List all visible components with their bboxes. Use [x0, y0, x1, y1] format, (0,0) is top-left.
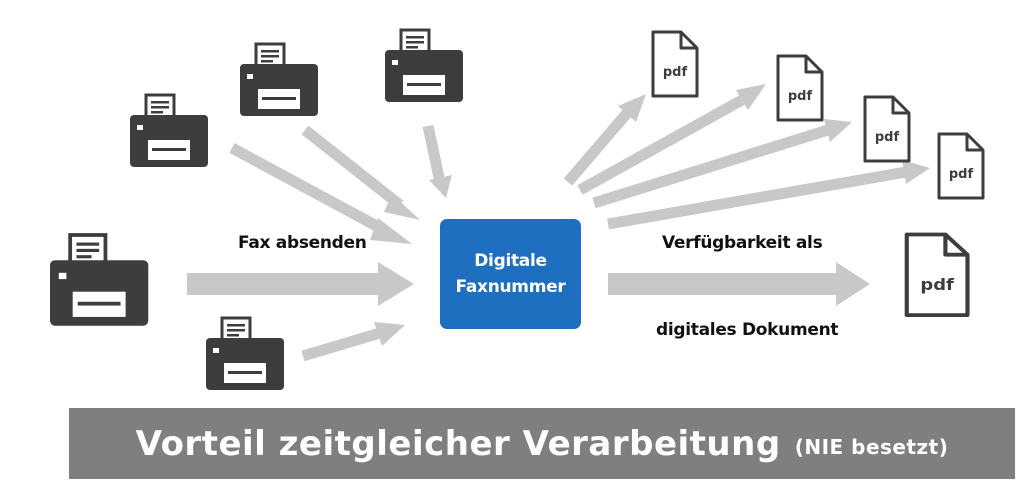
benefit-banner: Vorteil zeitgleicher Verarbeitung (NIE b… [69, 408, 1015, 479]
hub-line2: Faxnummer [455, 277, 566, 297]
hub-line1: Digitale [474, 251, 547, 271]
outgoing-arrow [592, 119, 852, 209]
incoming-arrow [422, 124, 452, 198]
availability-label: Verfügbarkeit als [662, 233, 823, 253]
incoming-arrow [229, 143, 412, 244]
outgoing-arrow [607, 160, 930, 230]
pdf-document-icon [651, 30, 699, 98]
banner-sub-text: (NIE besetzt) [794, 434, 949, 459]
outgoing-arrows [563, 84, 930, 306]
digital-document-label: digitales Dokument [656, 320, 839, 340]
incoming-arrows [187, 124, 452, 362]
printer-icon [48, 233, 151, 328]
banner-main-text: Vorteil zeitgleicher Verarbeitung [135, 423, 781, 464]
printer-icon [238, 42, 320, 118]
outgoing-arrow [563, 94, 646, 186]
digital-fax-number-box: Digitale Faxnummer [440, 219, 581, 329]
incoming-arrow [301, 125, 420, 220]
pdf-document-icon [907, 235, 968, 316]
pdf-document-icon [937, 132, 985, 200]
printer-icon [383, 28, 465, 104]
printer-icon [204, 316, 286, 392]
incoming-arrow [187, 262, 414, 306]
send-fax-label: Fax absenden [238, 233, 367, 253]
outgoing-arrow [608, 262, 870, 306]
outgoing-arrow [577, 84, 766, 195]
incoming-arrow [301, 322, 405, 362]
pdf-document-icon [863, 95, 911, 163]
pdf-document-icon [776, 54, 824, 122]
printer-icon [128, 93, 210, 169]
